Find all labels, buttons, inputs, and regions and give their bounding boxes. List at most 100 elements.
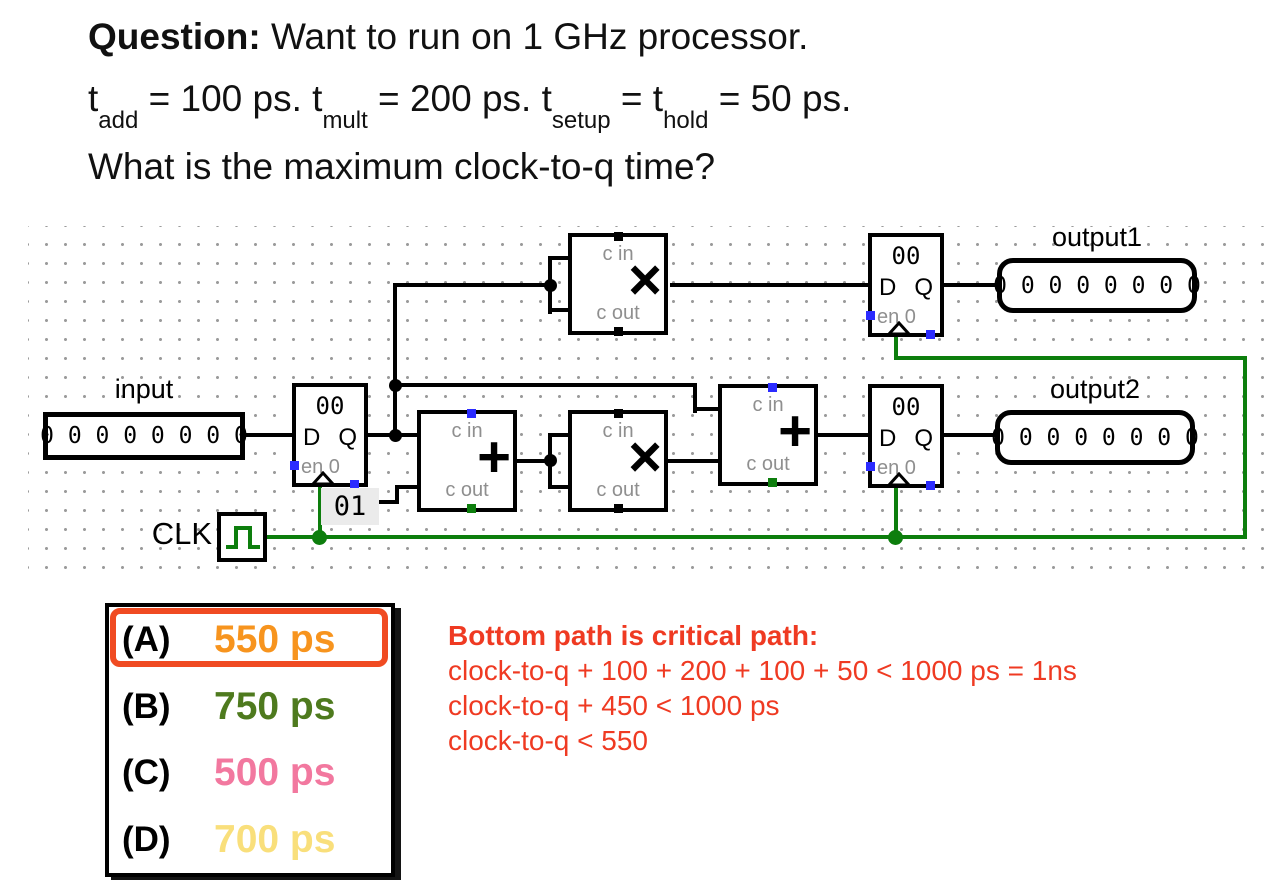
q-output-label: Q <box>914 425 933 452</box>
wire <box>818 433 868 437</box>
answer-value: 550 ps <box>214 618 336 662</box>
d-input-label: D <box>303 424 321 451</box>
input-label: input <box>114 374 174 404</box>
question-heading: Question: <box>88 16 261 57</box>
q-output-label: Q <box>914 274 933 301</box>
register-value: 00 <box>891 242 921 270</box>
floating-port-marker <box>350 480 359 489</box>
register-1[interactable]: 00 D Q en 0 <box>290 383 368 489</box>
carry-in-label: c in <box>602 243 634 265</box>
carry-out-label: c out <box>746 453 790 475</box>
clock-wire <box>894 356 1247 360</box>
wire-junction <box>389 379 402 392</box>
floating-port-marker <box>768 383 777 392</box>
clock-wire-junction <box>312 530 327 545</box>
enable-label: en 0 <box>877 457 916 479</box>
d-input-label: D <box>879 425 897 452</box>
wire <box>517 459 552 463</box>
wire <box>245 433 292 437</box>
output2-pin[interactable]: 0 0 0 0 0 0 0 0 <box>991 410 1199 465</box>
multiplier-block-bottom[interactable]: c in × c out <box>568 409 668 513</box>
floating-port-marker <box>866 462 875 471</box>
explanation-line: clock-to-q + 450 < 1000 ps <box>448 690 780 721</box>
explanation-block: Bottom path is critical path: clock-to-q… <box>448 618 1077 758</box>
wire <box>395 485 417 489</box>
wire <box>550 256 568 260</box>
carry-in-label: c in <box>451 420 483 442</box>
floating-port-marker <box>866 311 875 320</box>
answer-option-a[interactable]: (A) 550 ps <box>109 607 391 674</box>
wire <box>393 383 697 387</box>
multiplier-block-top[interactable]: c in × c out <box>568 232 668 336</box>
clock-wire <box>1243 356 1247 539</box>
floating-port-marker <box>926 481 935 490</box>
carry-out-label: c out <box>445 479 489 501</box>
register-value: 00 <box>315 392 345 420</box>
clock-wire <box>894 335 898 360</box>
plus-icon: + <box>778 398 812 464</box>
wire-junction <box>389 429 402 442</box>
clock-wire <box>894 486 898 539</box>
wire <box>943 433 995 437</box>
wire <box>550 433 568 437</box>
answer-option-d[interactable]: (D) 700 ps <box>109 807 391 874</box>
clock-wire <box>318 485 322 539</box>
answer-option-c[interactable]: (C) 500 ps <box>109 740 391 807</box>
wire <box>668 459 718 463</box>
carry-out-port-marker <box>768 478 777 487</box>
wire <box>943 283 997 287</box>
input-pin[interactable]: 0 0 0 0 0 0 0 0 <box>40 412 248 460</box>
port-stub <box>614 232 623 241</box>
multiply-icon: × <box>628 247 662 313</box>
clock-wire <box>267 535 1247 539</box>
output1-label: output1 <box>1051 222 1143 252</box>
t-add-value: = 100 ps. <box>138 78 313 119</box>
plus-icon: + <box>477 424 511 490</box>
wire <box>693 383 697 413</box>
floating-port-marker <box>290 461 299 470</box>
adder-block-2[interactable]: c in + c out <box>718 383 818 487</box>
adder-block-1[interactable]: c in + c out <box>417 409 517 513</box>
carry-in-label: c in <box>752 394 784 416</box>
multiply-icon: × <box>628 424 662 490</box>
wire <box>375 500 399 504</box>
t-add-sub: add <box>98 107 139 135</box>
question-line-1: Question: Want to run on 1 GHz processor… <box>88 16 808 58</box>
output2-label: output2 <box>1049 374 1141 404</box>
answer-option-b[interactable]: (B) 750 ps <box>109 674 391 741</box>
clock-triangle-icon <box>887 321 911 335</box>
output1-pin[interactable]: 0 0 0 0 0 0 0 0 <box>993 258 1201 313</box>
answer-letter: (D) <box>122 819 171 859</box>
clock-triangle-icon <box>887 472 911 486</box>
clk-label: CLK <box>151 516 212 551</box>
enable-label: en 0 <box>877 306 916 328</box>
answer-letter: (B) <box>122 686 171 726</box>
timing-parameters-line: tadd = 100 ps. tmult = 200 ps. tsetup = … <box>88 78 851 133</box>
t-mult-value: = 200 ps. <box>367 78 542 119</box>
port-stub <box>614 409 623 418</box>
explanation-line: clock-to-q < 550 <box>448 725 648 756</box>
answer-value: 700 ps <box>214 817 336 861</box>
carry-in-label: c in <box>602 420 634 442</box>
clock-triangle-icon <box>311 471 335 485</box>
enable-label: en 0 <box>301 456 340 478</box>
register-value: 00 <box>891 393 921 421</box>
carry-out-label: c out <box>596 302 640 324</box>
q-output-label: Q <box>338 424 357 451</box>
register-3[interactable]: 00 D Q en 0 <box>866 233 944 339</box>
t-add: t <box>88 78 99 119</box>
clock-waveform-icon <box>226 526 260 549</box>
wire-junction <box>544 454 557 467</box>
wire-junction <box>544 279 557 292</box>
wire <box>395 485 399 504</box>
clock-component[interactable] <box>217 512 267 562</box>
t-mult: t <box>312 78 323 119</box>
wire <box>693 407 718 411</box>
constant-01[interactable]: 01 <box>321 488 379 525</box>
t-setup: t <box>541 78 552 119</box>
answer-value: 750 ps <box>214 684 336 728</box>
answer-box: (A) 550 ps (B) 750 ps (C) 500 ps (D) 700… <box>105 603 395 877</box>
floating-port-marker <box>467 409 476 418</box>
register-2[interactable]: 00 D Q en 0 <box>866 384 944 490</box>
